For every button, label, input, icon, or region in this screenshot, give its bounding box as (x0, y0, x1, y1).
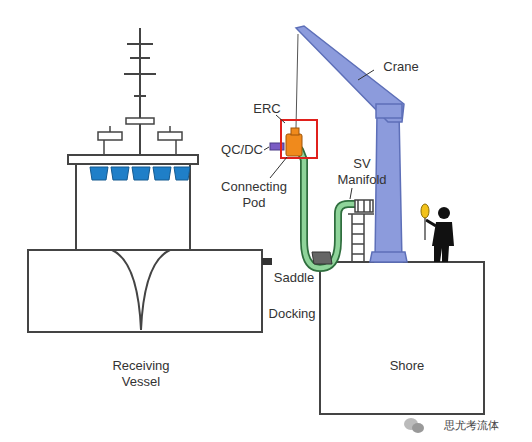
ship-flange (262, 258, 272, 265)
part-label: Crane (376, 59, 426, 75)
part-label: SV Manifold (332, 156, 392, 188)
watermark: 思尤考流体 (426, 418, 516, 434)
area-label: Shore (382, 358, 432, 374)
operator (421, 204, 454, 262)
ship-hull (28, 250, 262, 332)
part-label: Connecting Pod (214, 179, 294, 211)
bridge-deck (68, 155, 198, 164)
hose-fill (300, 150, 356, 268)
manifold (348, 200, 374, 262)
part-label: Saddle (270, 270, 318, 286)
connecting-pod (286, 134, 302, 156)
shore-block (320, 262, 484, 414)
crane-cable (296, 34, 298, 128)
bridge-windows (90, 167, 190, 180)
hose (300, 150, 356, 268)
saddle (312, 252, 332, 264)
erc-coupler (291, 128, 299, 135)
part-label: Docking (262, 306, 322, 322)
area-label: Receiving Vessel (95, 358, 187, 390)
highlight-box (281, 120, 317, 158)
superstructure (76, 162, 190, 250)
bow-line (112, 250, 170, 330)
deck-gear (98, 118, 182, 156)
ship-mast (124, 28, 156, 156)
part-label: ERC (250, 101, 284, 117)
part-label: QC/DC (220, 142, 264, 158)
watermark-icon (404, 418, 424, 433)
